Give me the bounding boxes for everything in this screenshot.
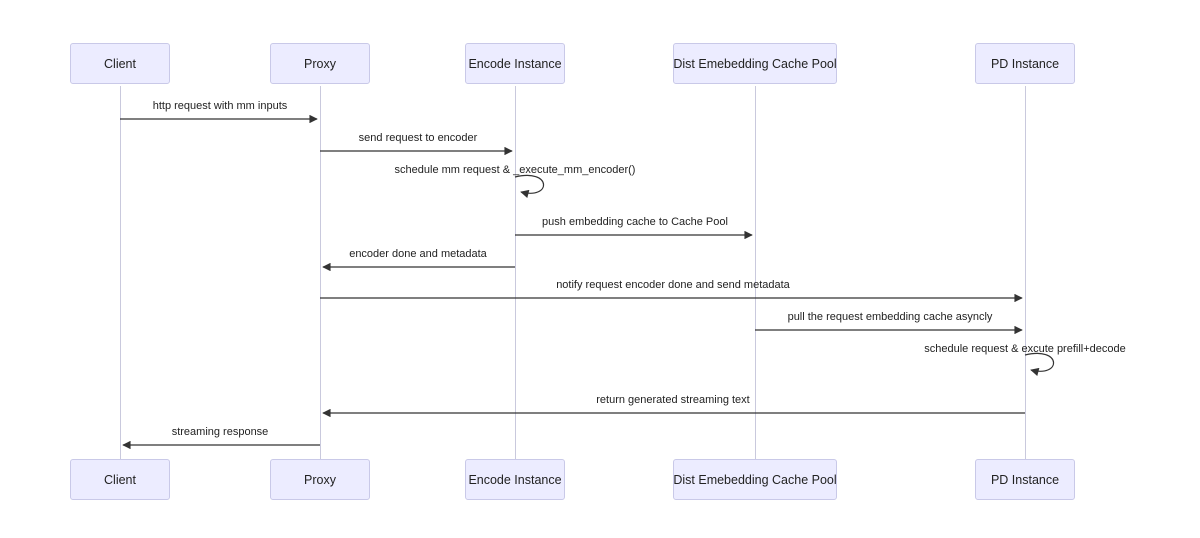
- lifeline-encode-instance: [515, 86, 516, 459]
- actor-top-client: Client: [70, 43, 170, 84]
- actor-label: Encode Instance: [468, 472, 562, 487]
- actor-label: Proxy: [304, 472, 336, 487]
- actor-label: Encode Instance: [468, 56, 562, 71]
- message-label-2: send request to encoder: [358, 132, 478, 144]
- self-loop-arrow-pd: [1024, 352, 1055, 376]
- message-label-7: pull the request embedding cache asyncly: [787, 311, 993, 323]
- actor-label: PD Instance: [990, 472, 1060, 487]
- actor-label: Client: [104, 56, 136, 71]
- lifeline-pd-instance: [1025, 86, 1026, 459]
- actor-top-pd-instance: PD Instance: [975, 43, 1075, 84]
- actor-bottom-proxy: Proxy: [270, 459, 370, 500]
- actor-label: PD Instance: [990, 56, 1060, 71]
- lifeline-dist-embedding-cache-pool: [755, 86, 756, 459]
- lifeline-proxy: [320, 86, 321, 459]
- message-label-3: schedule mm request & _execute_mm_encode…: [394, 164, 636, 176]
- message-label-4: push embedding cache to Cache Pool: [542, 216, 728, 228]
- actor-top-proxy: Proxy: [270, 43, 370, 84]
- message-label-9: return generated streaming text: [596, 394, 750, 406]
- actor-top-encode-instance: Encode Instance: [465, 43, 565, 84]
- actor-top-dist-embedding-cache-pool: Dist Emebedding Cache Pool: [673, 43, 837, 84]
- actor-label: Client: [104, 472, 136, 487]
- actor-bottom-client: Client: [70, 459, 170, 500]
- actor-label: Dist Emebedding Cache Pool: [673, 472, 837, 487]
- actor-bottom-pd-instance: PD Instance: [975, 459, 1075, 500]
- self-loop-arrow-encode: [514, 174, 545, 198]
- message-label-1: http request with mm inputs: [152, 100, 288, 112]
- actor-label: Dist Emebedding Cache Pool: [673, 56, 837, 71]
- lifeline-client: [120, 86, 121, 459]
- message-label-8: schedule request & excute prefill+decode: [924, 343, 1126, 355]
- actor-label: Proxy: [304, 56, 336, 71]
- actor-bottom-dist-embedding-cache-pool: Dist Emebedding Cache Pool: [673, 459, 837, 500]
- message-label-5: encoder done and metadata: [349, 248, 487, 260]
- message-label-10: streaming response: [171, 426, 269, 438]
- message-label-6: notify request encoder done and send met…: [556, 279, 790, 291]
- actor-bottom-encode-instance: Encode Instance: [465, 459, 565, 500]
